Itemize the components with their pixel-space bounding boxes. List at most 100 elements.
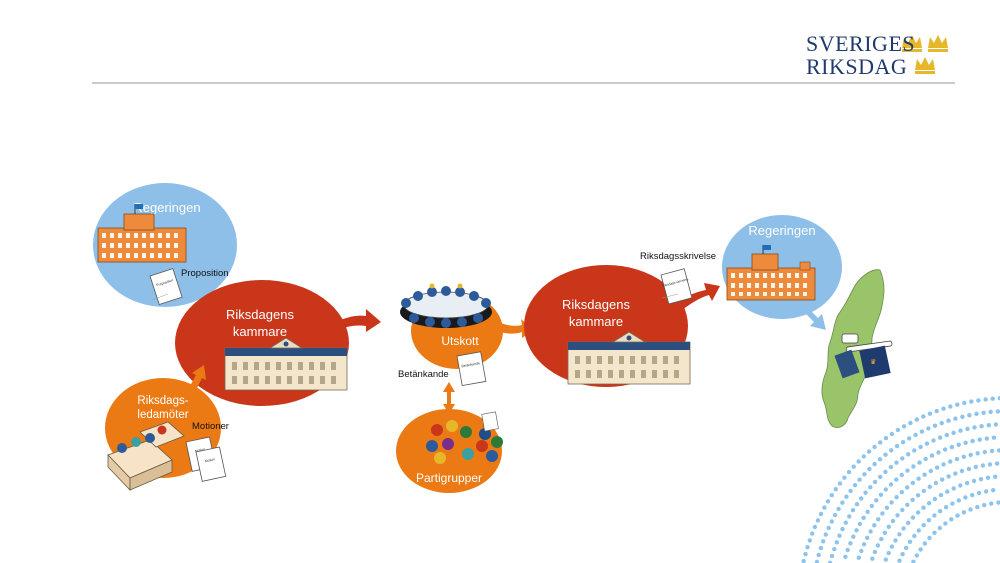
seat-dot	[926, 426, 931, 431]
seat-dot	[974, 411, 979, 416]
seat-dot	[900, 507, 905, 513]
seat-dot	[977, 437, 982, 442]
seat-dot	[987, 462, 993, 467]
seat-dot	[901, 526, 906, 531]
seat-dot	[827, 560, 833, 563]
seat-dot	[861, 515, 866, 520]
seat-dot	[859, 548, 864, 554]
seat-dot	[861, 542, 867, 547]
seat-dot	[897, 558, 902, 563]
seat-dot	[903, 545, 909, 551]
betankande-label: Betänkande	[398, 369, 449, 380]
seat-dot	[878, 440, 883, 445]
seat-dot	[859, 496, 864, 501]
logo-line2: RIKSDAG	[806, 54, 908, 79]
seat-dot	[829, 493, 834, 498]
seat-dot	[918, 444, 923, 450]
seat-dot	[894, 477, 899, 482]
seat-dot	[971, 478, 977, 484]
seat-dot	[932, 513, 937, 518]
seat-dot	[905, 485, 910, 490]
seat-dot	[854, 528, 859, 533]
seat-dot	[818, 511, 824, 517]
riksdagsskrivelse-document-text: Riksdags-skrivelse	[662, 277, 689, 288]
seat-dot	[991, 488, 996, 493]
seat-dot	[917, 460, 922, 465]
seat-dot	[874, 498, 879, 503]
seat-dot	[872, 444, 877, 450]
seat-dot	[927, 411, 933, 416]
committee-table-icon	[400, 283, 492, 328]
seat-dot	[975, 451, 980, 456]
seat-dot	[914, 417, 919, 422]
seat-dot	[927, 535, 932, 541]
seat-dot	[852, 483, 858, 488]
seat-dot	[872, 461, 877, 467]
seat-dot	[816, 552, 821, 558]
seat-dot	[805, 545, 810, 550]
riksdagens-kammare-right-line1: Riksdagens	[562, 297, 630, 312]
seat-dot	[890, 518, 896, 524]
seat-dot	[937, 509, 943, 514]
seat-dot	[861, 454, 866, 459]
seat-dot	[996, 500, 1000, 505]
seat-dot	[856, 459, 861, 464]
seat-dot	[921, 523, 926, 528]
seat-dot	[981, 410, 986, 415]
seat-dot	[951, 486, 956, 491]
seat-dot	[889, 544, 895, 549]
seat-dot	[969, 399, 974, 404]
arrow-to-utskott	[334, 309, 381, 332]
seat-dot	[865, 535, 870, 540]
seat-dot	[946, 474, 951, 479]
seat-dot	[989, 448, 995, 454]
seat-dot	[886, 524, 891, 529]
seat-dot	[970, 492, 975, 498]
seat-dot	[926, 501, 932, 506]
motioner-label: Motioner	[192, 421, 229, 432]
seat-dot	[911, 464, 916, 469]
seat-dot	[905, 502, 910, 507]
seat-dot	[850, 508, 856, 513]
seat-dot	[960, 414, 965, 419]
seat-dot	[978, 477, 984, 482]
seat-dot	[863, 490, 868, 495]
arrow-to-kammare-right	[493, 319, 534, 338]
seat-dot	[857, 521, 863, 527]
seat-dot	[807, 538, 812, 543]
seat-dot	[980, 463, 986, 468]
riksdagsskrivelse-document-icon: Riksdags-skrivelse	[660, 268, 693, 305]
seat-dot	[976, 490, 982, 496]
seat-dot	[936, 450, 941, 455]
seat-dot	[964, 480, 970, 486]
seat-dot	[842, 475, 847, 480]
seat-dot	[955, 402, 960, 407]
seat-dot	[996, 448, 1000, 453]
seat-dot	[928, 468, 933, 474]
seat-dot	[958, 428, 963, 433]
members-desks-icon	[107, 421, 185, 491]
seat-dot	[943, 505, 949, 510]
seat-dot	[899, 472, 904, 478]
seat-dot	[963, 440, 968, 445]
seat-dot	[883, 452, 888, 457]
seat-dot	[937, 435, 943, 440]
arrow-to-regeringen-right	[676, 283, 720, 310]
seat-dot	[883, 469, 888, 475]
riksdagsskrivelse-label: Riksdagsskrivelse	[640, 251, 716, 262]
regeringen-left-label: Regeringen	[133, 200, 200, 215]
party-groups-icon	[426, 411, 503, 464]
parliament-building-left-icon	[224, 337, 348, 391]
proposition-document-icon: Proposition	[149, 268, 183, 306]
seat-dot	[932, 423, 938, 428]
seat-dot	[801, 558, 806, 563]
seat-dot	[906, 452, 911, 457]
seat-dot	[912, 533, 917, 539]
seat-dot	[821, 539, 826, 544]
seat-dot	[965, 426, 970, 432]
seat-dot	[829, 553, 835, 559]
seat-dot	[900, 552, 905, 557]
seat-dot	[862, 472, 867, 477]
seat-dot	[922, 541, 928, 546]
seat-dot	[836, 506, 841, 512]
